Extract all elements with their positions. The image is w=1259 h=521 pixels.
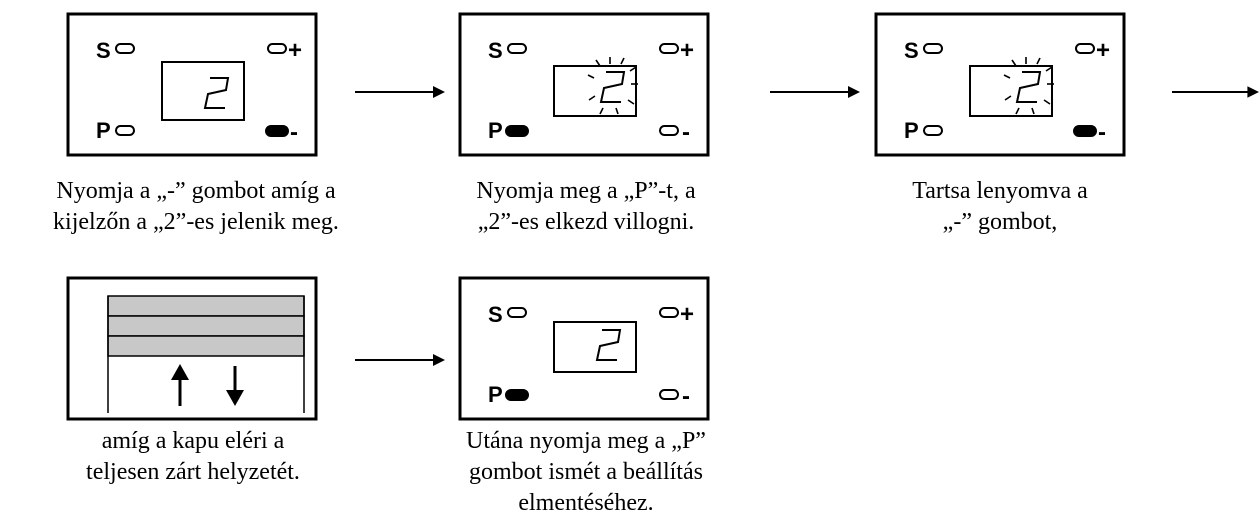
caption-step-4: amíg a kapu eléri a teljesen zárt helyze… bbox=[48, 426, 338, 488]
control-panel-step-1: S P + - 2 bbox=[66, 12, 318, 157]
plus-label: + bbox=[680, 301, 694, 328]
p-button-pressed[interactable] bbox=[505, 125, 529, 137]
s-label: S bbox=[904, 38, 919, 63]
display-window bbox=[969, 65, 1053, 117]
minus-label: - bbox=[1098, 119, 1106, 146]
arrow-right-icon bbox=[354, 353, 446, 367]
p-label: P bbox=[904, 118, 919, 143]
minus-button[interactable] bbox=[659, 389, 679, 400]
display-digit-2 bbox=[595, 329, 622, 361]
minus-button-pressed[interactable] bbox=[1073, 125, 1097, 137]
caption-line: Tartsa lenyomva a bbox=[912, 178, 1088, 204]
s-label: S bbox=[96, 38, 111, 63]
display-digit-2-blinking bbox=[1015, 71, 1042, 103]
minus-label: - bbox=[682, 383, 690, 410]
plus-button[interactable] bbox=[1075, 43, 1095, 54]
arrow-right-icon bbox=[354, 85, 446, 99]
gate-up-down-arrows-icon bbox=[66, 276, 318, 421]
s-label: S bbox=[488, 302, 503, 327]
arrow-up-icon bbox=[171, 364, 189, 406]
caption-step-5: Utána nyomja meg a „P” gombot ismét a be… bbox=[426, 426, 746, 519]
control-panel-step-2: S P + - bbox=[458, 12, 710, 157]
caption-line: Nyomja meg a „P”-t, a bbox=[476, 178, 696, 204]
caption-line: teljesen zárt helyzetét. bbox=[86, 459, 300, 485]
p-label: P bbox=[96, 118, 111, 143]
minus-button[interactable] bbox=[659, 125, 679, 136]
p-button[interactable] bbox=[923, 125, 943, 136]
display-window bbox=[553, 321, 637, 373]
minus-label: - bbox=[682, 119, 690, 146]
s-label: S bbox=[488, 38, 503, 63]
s-button[interactable] bbox=[115, 43, 135, 54]
arrow-down-icon bbox=[226, 366, 244, 406]
p-button-pressed[interactable] bbox=[505, 389, 529, 401]
caption-line: Utána nyomja meg a „P” bbox=[466, 428, 706, 454]
arrow-right-icon bbox=[769, 85, 861, 99]
plus-button[interactable] bbox=[267, 43, 287, 54]
display-digit-2 bbox=[203, 77, 230, 109]
p-label: P bbox=[488, 118, 503, 143]
plus-button[interactable] bbox=[659, 43, 679, 54]
gate-slat bbox=[107, 295, 305, 317]
s-button[interactable] bbox=[507, 307, 527, 318]
minus-button-pressed[interactable] bbox=[265, 125, 289, 137]
caption-line: amíg a kapu eléri a bbox=[101, 428, 285, 454]
caption-line: kijelzőn a „2”-es jelenik meg. bbox=[53, 209, 339, 235]
gate-slat bbox=[107, 315, 305, 337]
display-digit-2-blinking bbox=[599, 71, 626, 103]
p-label: P bbox=[488, 382, 503, 407]
caption-step-2: Nyomja meg a „P”-t, a „2”-es elkezd vill… bbox=[442, 176, 730, 238]
caption-line: Nyomja a „-” gombot amíg a bbox=[56, 178, 336, 204]
p-button[interactable] bbox=[115, 125, 135, 136]
caption-line: gombot ismét a beállítás bbox=[469, 459, 703, 485]
plus-label: + bbox=[680, 37, 694, 64]
control-panel-step-3: S P + - bbox=[874, 12, 1126, 157]
s-button[interactable] bbox=[923, 43, 943, 54]
gate-slat bbox=[107, 335, 305, 357]
caption-step-1: Nyomja a „-” gombot amíg a kijelzőn a „2… bbox=[0, 176, 392, 238]
minus-label: - bbox=[290, 119, 298, 146]
caption-line: elmentéséhez. bbox=[518, 490, 654, 516]
plus-button[interactable] bbox=[659, 307, 679, 318]
caption-step-3: Tartsa lenyomva a „-” gombot, bbox=[862, 176, 1138, 238]
blink-rays-icon bbox=[587, 57, 638, 115]
display-window bbox=[553, 65, 637, 117]
s-button[interactable] bbox=[507, 43, 527, 54]
display-window bbox=[161, 61, 245, 121]
blink-rays-icon bbox=[1003, 57, 1054, 115]
plus-label: + bbox=[1096, 37, 1110, 64]
plus-label: + bbox=[288, 37, 302, 64]
control-panel-step-5: S P + - bbox=[458, 276, 710, 421]
arrow-right-icon bbox=[1171, 85, 1259, 99]
caption-line: „2”-es elkezd villogni. bbox=[477, 209, 695, 235]
caption-line: „-” gombot, bbox=[942, 209, 1058, 235]
